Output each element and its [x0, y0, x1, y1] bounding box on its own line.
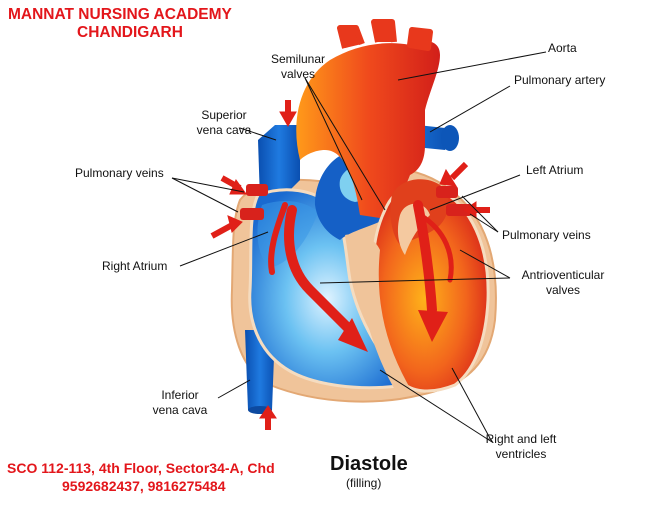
label-right-atrium: Right Atrium	[102, 259, 168, 273]
label-aorta: Aorta	[548, 41, 577, 55]
label-ventricles-line1: Right and left	[485, 432, 557, 446]
label-semilunar-line2: valves	[280, 67, 315, 81]
label-inferior-line2: vena cava	[152, 403, 208, 417]
label-superior-line2: vena cava	[196, 123, 252, 137]
septum	[345, 234, 410, 390]
label-semilunar-valves: Semilunar valves	[258, 52, 338, 82]
label-left-atrium: Left Atrium	[526, 163, 584, 177]
footer-address: SCO 112-113, 4th Floor, Sector34-A, Chd	[7, 460, 275, 476]
label-superior-vena-cava: Superior vena cava	[184, 108, 264, 138]
label-ventricles: Right and left ventricles	[476, 432, 566, 462]
label-pulmonary-veins-left: Pulmonary veins	[75, 166, 164, 180]
aortic-branches	[337, 19, 433, 51]
academy-name: MANNAT NURSING ACADEMY	[8, 6, 232, 23]
footer-phones: 9592682437, 9816275484	[62, 478, 226, 494]
inflow-arrows	[210, 100, 490, 430]
diagram-subtitle: (filling)	[346, 476, 382, 490]
label-semilunar-line1: Semilunar	[270, 52, 326, 66]
label-av-valves: Antrioventicular valves	[508, 268, 618, 298]
label-ventricles-line2: ventricles	[495, 447, 547, 461]
label-av-line2: valves	[545, 283, 580, 297]
academy-city: CHANDIGARH	[77, 24, 183, 41]
diagram-title: Diastole	[330, 453, 408, 475]
label-inferior-vena-cava: Inferior vena cava	[140, 388, 220, 418]
label-inferior-line1: Inferior	[161, 388, 199, 402]
label-pulmonary-veins-right: Pulmonary veins	[502, 228, 591, 242]
flow-arrows	[268, 200, 454, 352]
leader-lines	[171, 51, 547, 443]
label-av-line1: Antrioventicular	[521, 268, 605, 282]
label-pulmonary-artery: Pulmonary artery	[514, 73, 606, 87]
pulmonary-veins	[240, 184, 472, 220]
aorta	[296, 41, 440, 218]
label-superior-line1: Superior	[201, 108, 247, 122]
